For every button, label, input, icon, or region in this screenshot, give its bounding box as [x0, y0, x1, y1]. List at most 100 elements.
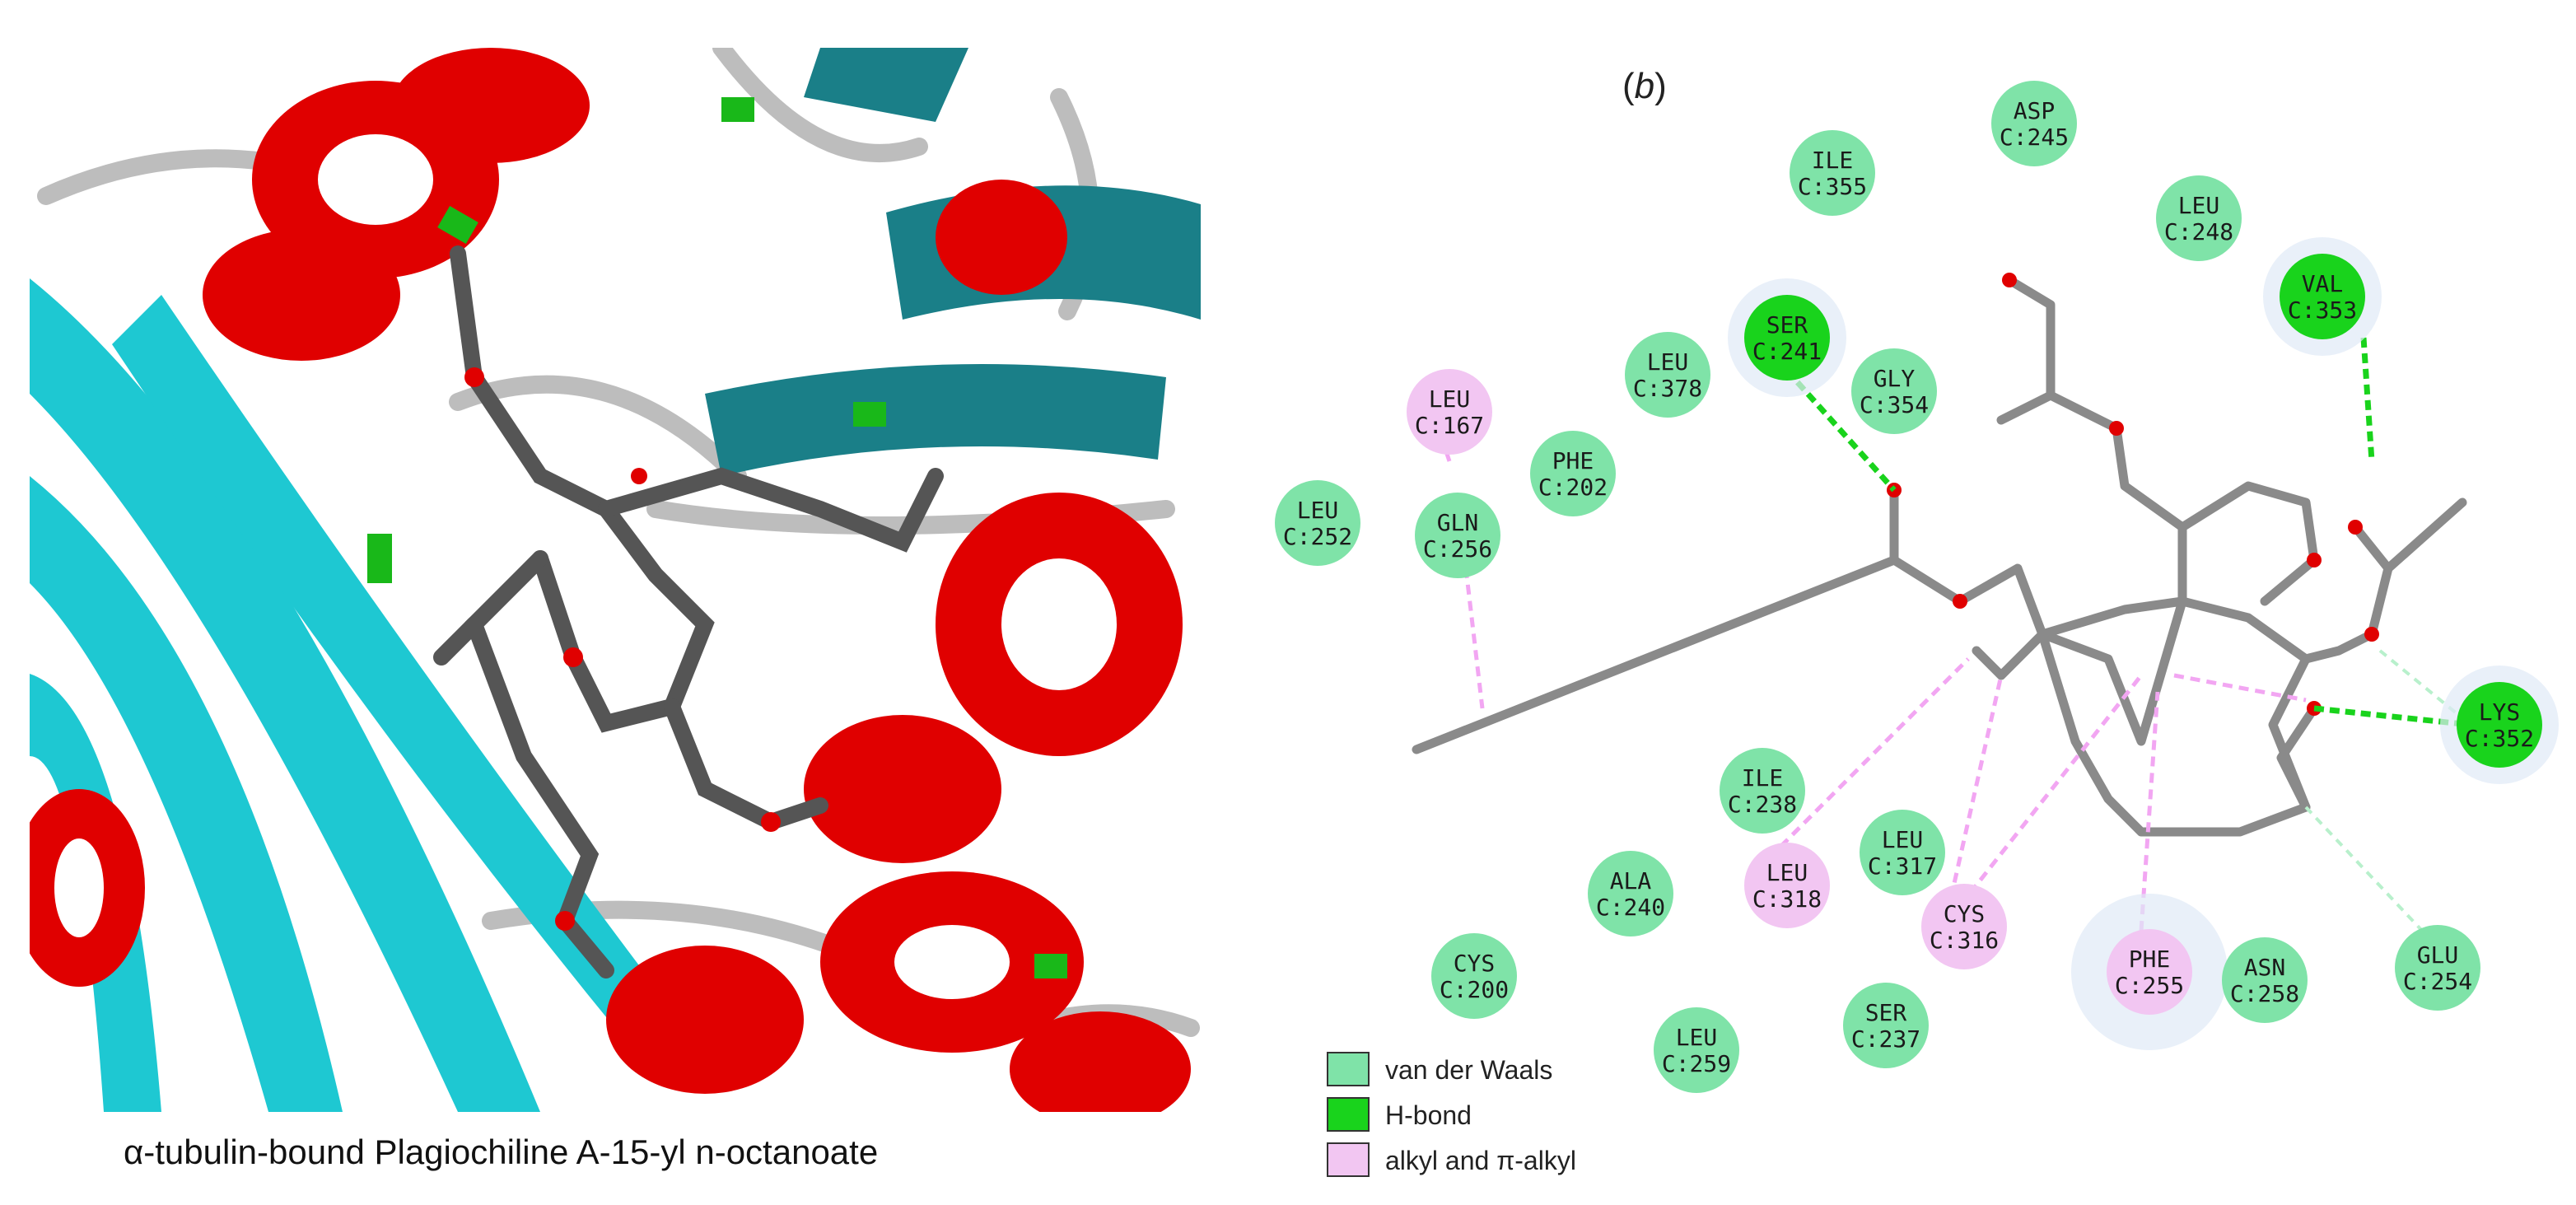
residue-number: C:317: [1868, 852, 1937, 880]
residue-number: C:202: [1538, 474, 1608, 501]
residue-disc: [1588, 851, 1673, 936]
residue-name: ASN: [2244, 954, 2286, 981]
residue-number: C:378: [1633, 375, 1702, 402]
residue-disc: [2395, 925, 2480, 1011]
ligand-oxygens: [464, 367, 781, 931]
residue-name: LEU: [1882, 826, 1924, 853]
residue-number: C:352: [2465, 725, 2534, 752]
residue-disc: [1790, 130, 1875, 216]
residue-number: C:318: [1752, 885, 1822, 913]
residue-disc: [1921, 884, 2007, 969]
legend-label-alkyl: alkyl and π-alkyl: [1385, 1146, 1576, 1175]
residue-name: LEU: [2178, 192, 2220, 219]
residue-disc: [1530, 431, 1616, 516]
residue-number: C:252: [1283, 523, 1352, 550]
residue-disc: [1744, 295, 1830, 381]
beta-sheet-group: [30, 278, 705, 1112]
residue-number: C:254: [2403, 968, 2472, 995]
residue-name: SER: [1865, 999, 1907, 1026]
residue-number: C:238: [1728, 791, 1797, 818]
residue-name: VAL: [2302, 270, 2344, 297]
residue-disc: [1625, 332, 1710, 418]
legend-entry-hbond: H-bond: [1327, 1097, 1472, 1132]
alpha-helix: [1010, 1011, 1191, 1112]
residue-number: C:200: [1440, 976, 1509, 1003]
residue-name: LEU: [1297, 497, 1339, 524]
residue-name: ASP: [2014, 97, 2056, 124]
residue-name: SER: [1766, 311, 1808, 339]
residue-name: CYS: [1944, 900, 1986, 927]
residue-disc: [1744, 843, 1830, 928]
ribbon-illustration: [30, 48, 1201, 1112]
residue-disc: [1654, 1007, 1739, 1093]
residue-number: C:316: [1930, 927, 1999, 954]
residue-disc: [1843, 983, 1929, 1068]
beta-strand: [30, 278, 540, 1112]
legend-swatch-hbond: [1327, 1097, 1370, 1132]
residue-disc: [2280, 254, 2365, 339]
residue-number: C:355: [1798, 173, 1867, 200]
residue-name: GLN: [1437, 509, 1479, 536]
ligand-sticks: [433, 245, 944, 978]
residue-name: ALA: [1610, 867, 1652, 894]
protein-ribbon-rendering: [30, 48, 1201, 1112]
residue-disc: [1407, 369, 1492, 455]
coil-segment: [449, 375, 747, 485]
residue-number: C:240: [1596, 894, 1665, 921]
beta-strand: [112, 295, 705, 1077]
alpha-helix: [606, 946, 804, 1094]
residue-number: C:245: [2000, 124, 2069, 151]
residue-name: ILE: [1742, 764, 1784, 792]
legend-swatch-alkyl: [1327, 1142, 1370, 1177]
alpha-helix: [804, 715, 1001, 863]
residue-name: PHE: [1552, 447, 1594, 474]
beta-strand: [705, 364, 1166, 476]
beta-strand: [30, 476, 343, 1112]
alpha-helix: [936, 180, 1067, 295]
residue-number: C:241: [1752, 338, 1822, 365]
residue-disc: [1860, 810, 1945, 895]
legend: van der Waals H-bond alkyl and π-alkyl: [1327, 1052, 1576, 1177]
ligand-oxygen-atoms: [1887, 273, 2379, 716]
figure-caption: α-tubulin-bound Plagiochiline A-15-yl n-…: [124, 1133, 879, 1171]
helix-cores: [54, 134, 1117, 999]
legend-entry-alkyl: alkyl and π-alkyl: [1327, 1142, 1576, 1177]
residue-disc: [2107, 929, 2192, 1015]
residue-disc: [1851, 348, 1937, 434]
beta-strand: [804, 48, 968, 122]
legend-label-hbond: H-bond: [1385, 1100, 1472, 1130]
ligand-skeleton: [1412, 275, 2467, 837]
residue-disc: [1415, 493, 1500, 578]
residue-disc: [2457, 682, 2542, 768]
residue-layer: ILEC:355ASPC:245LEUC:248VALC:353SERC:241…: [1275, 81, 2559, 1093]
interaction-diagram: ILEC:355ASPC:245LEUC:248VALC:353SERC:241…: [1275, 81, 2559, 1177]
residue-disc: [1275, 480, 1360, 566]
residue-name: PHE: [2129, 946, 2171, 973]
residue-disc: [1720, 748, 1805, 834]
alpha-helix: [392, 48, 590, 163]
residue-number: C:256: [1423, 535, 1492, 563]
residue-name: LEU: [1766, 859, 1808, 886]
residue-name: LYS: [2479, 698, 2521, 726]
residue-name: ILE: [1812, 147, 1854, 174]
